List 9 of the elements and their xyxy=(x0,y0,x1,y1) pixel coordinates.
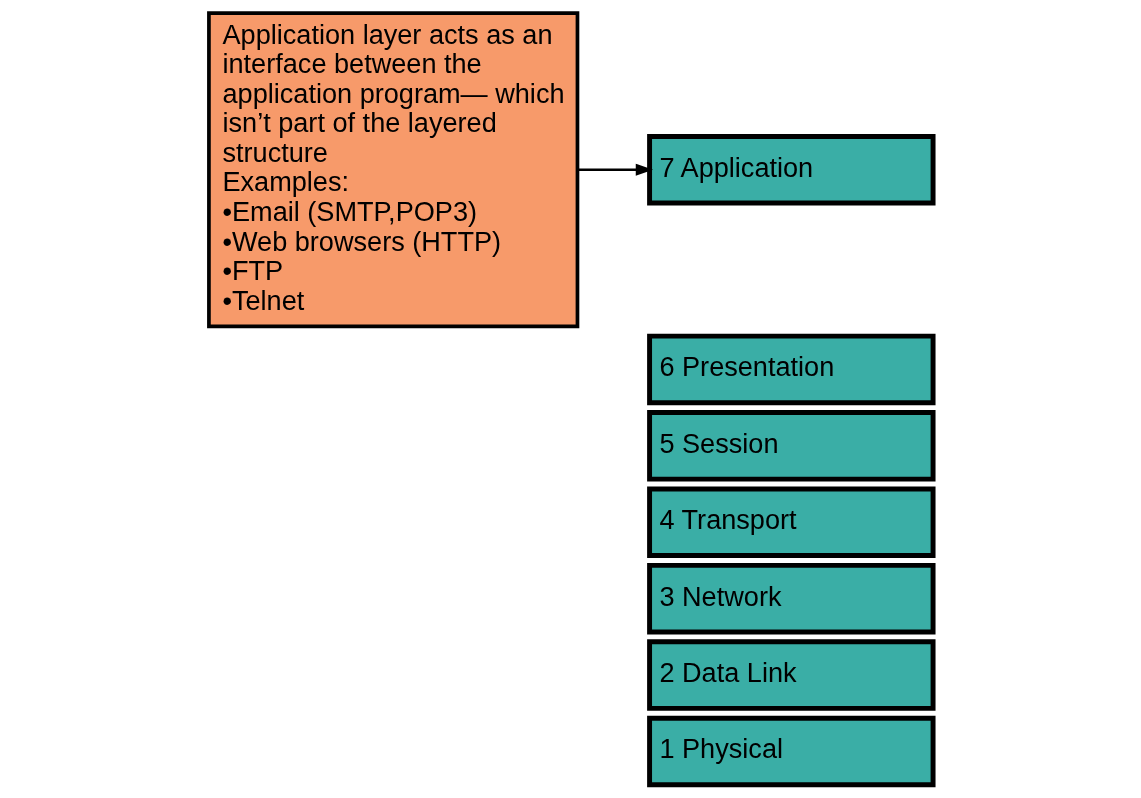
node-box: Application layer acts as an interface between the application program— which isn’t part of the layered structure Examples: •Email (SMTP,POP3) •Web browsers (HTTP) •FTP •Telnet xyxy=(206,11,579,329)
arrow xyxy=(577,163,653,176)
node-box: 4 Transport xyxy=(646,486,936,558)
node-box: 5 Session xyxy=(646,410,936,482)
node-box: 2 Data Link xyxy=(646,639,936,711)
node-box: 7 Application xyxy=(646,134,936,206)
node-box: 3 Network xyxy=(646,562,936,635)
node-box: 1 Physical xyxy=(646,715,936,788)
node-box: 6 Presentation xyxy=(646,333,936,406)
